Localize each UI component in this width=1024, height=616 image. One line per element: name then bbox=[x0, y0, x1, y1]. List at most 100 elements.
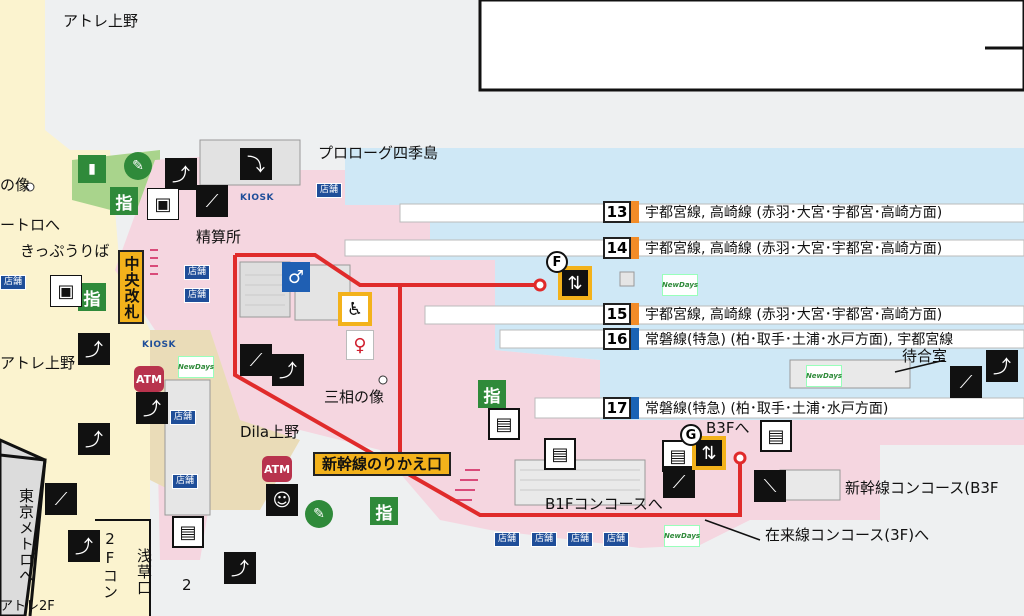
shop-badge: 店舗 bbox=[172, 474, 199, 489]
elevator-icon: ⇅ bbox=[692, 436, 726, 470]
stairs-up-icon: ⤴ bbox=[78, 333, 110, 365]
platform-15: 15 宇都宮線, 高崎線 (赤羽･大宮･宇都宮･高崎方面) bbox=[603, 303, 942, 325]
shop-badge: 店舗 bbox=[184, 288, 211, 303]
stairs-up-icon: ⤴ bbox=[224, 552, 256, 584]
atm-badge: ATM bbox=[134, 366, 164, 392]
reserved-ticket-icon: 指 bbox=[370, 497, 398, 525]
platform-destination: 宇都宮線, 高崎線 (赤羽･大宮･宇都宮･高崎方面) bbox=[645, 307, 943, 323]
prologue-shikishima-label: プロローグ四季島 bbox=[318, 144, 439, 162]
route-to-shinkansen bbox=[233, 255, 742, 517]
platform-number: 14 bbox=[603, 237, 631, 259]
concourse-2f-vertical-label: 2Fコン bbox=[101, 530, 119, 600]
kiosk-label-1: KIOSK bbox=[240, 193, 274, 203]
restroom-male-icon: ♂ bbox=[282, 262, 310, 292]
platform-destination: 常磐線(特急) (柏･取手･土浦･水戸方面), 宇都宮線 bbox=[645, 332, 954, 348]
b1f-concourse-label: B1Fコンコースへ bbox=[545, 495, 663, 513]
atre-2f-label: アトレ2F bbox=[0, 599, 55, 614]
dila-ueno-label: Dila上野 bbox=[240, 423, 300, 441]
concourse bbox=[115, 150, 1024, 560]
tokyo-metro-vertical-label: 東京メトロへ bbox=[17, 488, 35, 584]
platform-16: 16 常磐線(特急) (柏･取手･土浦･水戸方面), 宇都宮線 bbox=[603, 328, 953, 350]
platform-number: 13 bbox=[603, 201, 631, 223]
metro-direction-label: ートロへ bbox=[0, 216, 61, 234]
reserved-ticket-icon: 指 bbox=[110, 187, 138, 215]
restroom-female-icon: ♀ bbox=[346, 330, 374, 360]
reserved-ticket-icon: 指 bbox=[78, 283, 106, 311]
platform-number: 15 bbox=[603, 303, 631, 325]
platform-14: 14 宇都宮線, 高崎線 (赤羽･大宮･宇都宮･高崎方面) bbox=[603, 237, 942, 259]
sansou-statue-label: 三相の像 bbox=[324, 388, 385, 406]
stairs-down-icon: ⤵ bbox=[240, 148, 272, 180]
shinkansen-transfer-label: 新幹線のりかえ口 bbox=[321, 454, 442, 473]
line-color-bar bbox=[631, 201, 639, 223]
escalator-icon: ⟋ bbox=[196, 185, 228, 217]
stairs-up-icon: ⤴ bbox=[272, 354, 304, 386]
line-color-bar bbox=[631, 397, 639, 419]
building-top bbox=[478, 0, 1024, 92]
central-gate-sign: 中央改札 bbox=[118, 250, 144, 324]
line-color-bar bbox=[631, 328, 639, 350]
platform-destination: 常磐線(特急) (柏･取手･土浦･水戸方面) bbox=[645, 401, 889, 417]
shinkansen-concourse-label: 新幹線コンコース(B3F bbox=[845, 479, 999, 497]
shop-badge: 店舗 bbox=[494, 532, 521, 547]
newdays-shop: NewDays bbox=[662, 274, 698, 296]
zairai-concourse-label: 在来線コンコース(3F)へ bbox=[765, 526, 930, 544]
coin-locker-icon: ▤ bbox=[760, 420, 792, 452]
shop-badge: 店舗 bbox=[0, 275, 27, 290]
ticket-office-label: きっぷうりば bbox=[20, 242, 110, 260]
baby-care-icon: ☺ bbox=[266, 484, 298, 516]
b3f-direction-label: B3Fへ bbox=[706, 419, 750, 437]
statue-label-left: の像 bbox=[0, 176, 31, 194]
reserved-ticket-icon: 指 bbox=[478, 380, 506, 408]
platform-number: 16 bbox=[603, 328, 631, 350]
green-window-icon: ✎ bbox=[124, 152, 152, 180]
stairs-up-icon: ⤴ bbox=[78, 423, 110, 455]
route-to-f bbox=[235, 253, 538, 287]
line-color-bar bbox=[631, 237, 639, 259]
platform-destination: 宇都宮線, 高崎線 (赤羽･大宮･宇都宮･高崎方面) bbox=[645, 205, 943, 221]
platform-13: 13 宇都宮線, 高崎線 (赤羽･大宮･宇都宮･高崎方面) bbox=[603, 201, 942, 223]
escalator-icon: ⟋ bbox=[663, 466, 695, 498]
shop-badge: 店舗 bbox=[567, 532, 594, 547]
bookmark-icon: ▮ bbox=[78, 155, 106, 183]
escalator-icon: ⟋ bbox=[45, 483, 77, 515]
platform-number: 17 bbox=[603, 397, 631, 419]
shop-badge: 店舗 bbox=[316, 183, 343, 198]
stairs-up-icon: ⤴ bbox=[68, 530, 100, 562]
coin-locker-icon: ▤ bbox=[544, 438, 576, 470]
line-color-bar bbox=[631, 303, 639, 325]
elevator-icon: ⇅ bbox=[558, 266, 592, 300]
shop-badge: 店舗 bbox=[184, 265, 211, 280]
coin-locker-icon: ▤ bbox=[172, 516, 204, 548]
platform-destination: 宇都宮線, 高崎線 (赤羽･大宮･宇都宮･高崎方面) bbox=[645, 241, 943, 257]
shop-badge: 店舗 bbox=[531, 532, 558, 547]
newdays-shop: NewDays bbox=[178, 356, 214, 378]
elevator-g-tag: G bbox=[680, 424, 702, 446]
kiosk-label-2: KIOSK bbox=[142, 340, 176, 350]
platform-17: 17 常磐線(特急) (柏･取手･土浦･水戸方面) bbox=[603, 397, 888, 419]
green-window-icon: ✎ bbox=[305, 500, 333, 528]
escalator-down-icon: ⟍ bbox=[754, 470, 786, 502]
shop-badge: 店舗 bbox=[603, 532, 630, 547]
newdays-shop: NewDays bbox=[806, 365, 842, 387]
coin-locker-icon: ▤ bbox=[488, 408, 520, 440]
atre-ueno-left-label: アトレ上野 bbox=[0, 354, 76, 372]
atm-badge: ATM bbox=[262, 456, 292, 482]
stairs-up-icon: ⤴ bbox=[136, 392, 168, 424]
ticket-machine-icon: ▣ bbox=[50, 275, 82, 307]
escalator-icon: ⟋ bbox=[240, 344, 272, 376]
fare-adjustment-label: 精算所 bbox=[196, 228, 242, 246]
elevator-f-tag: F bbox=[546, 251, 568, 273]
stairs-up-icon: ⤴ bbox=[165, 158, 197, 190]
waiting-room-label: 待合室 bbox=[902, 347, 948, 365]
atre-ueno-top-label: アトレ上野 bbox=[63, 12, 139, 30]
stairs-up-icon: ⤴ bbox=[986, 350, 1018, 382]
asakusa-exit-vertical-label: 浅草口 bbox=[135, 548, 153, 596]
shop-badge: 店舗 bbox=[170, 410, 197, 425]
newdays-shop: NewDays bbox=[664, 525, 700, 547]
escalator-icon: ⟋ bbox=[950, 366, 982, 398]
floor-2-label: 2 bbox=[182, 576, 192, 594]
ticket-machine-icon: ▣ bbox=[147, 188, 179, 220]
wheelchair-icon: ♿ bbox=[338, 292, 372, 326]
